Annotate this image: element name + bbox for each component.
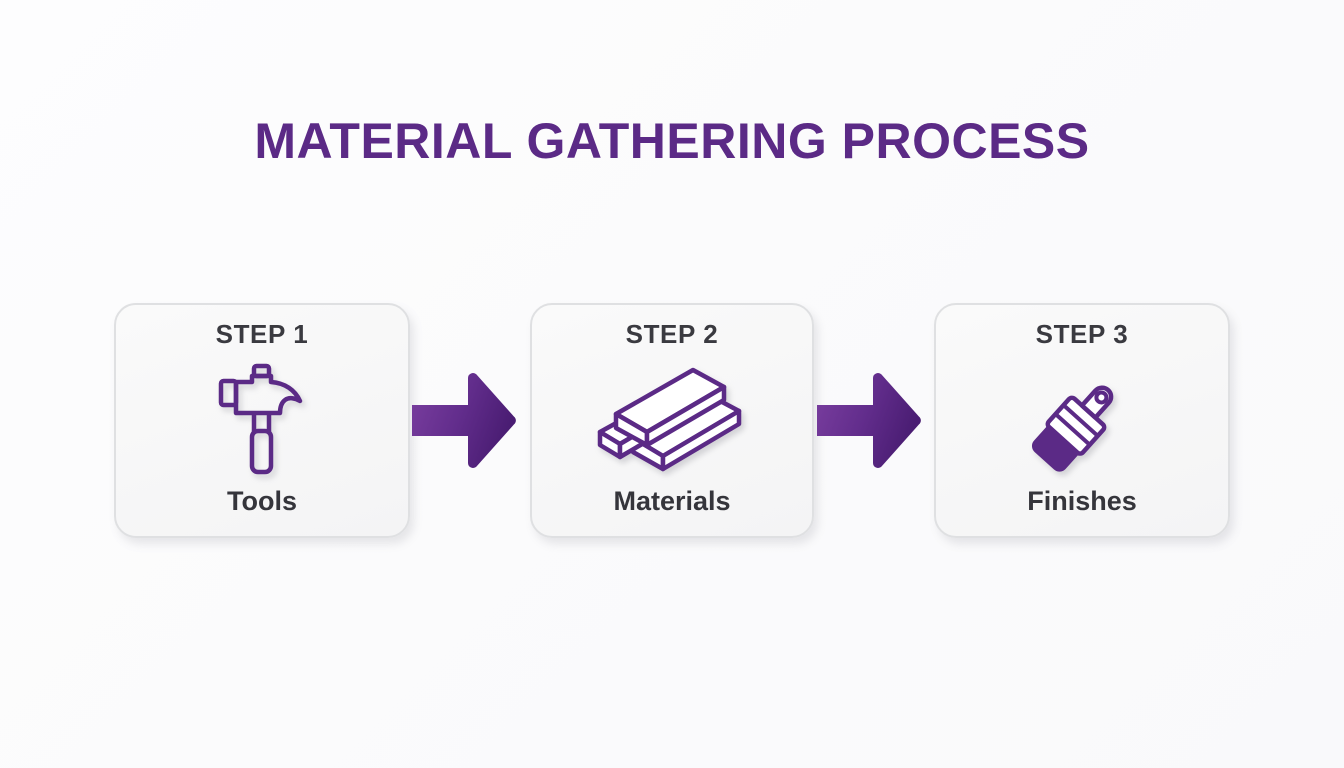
lumber-stack-icon xyxy=(597,367,742,471)
step-1-label: STEP 1 xyxy=(215,319,309,349)
step-1-icon-wrap xyxy=(116,361,408,476)
step-card-1[interactable]: STEP 1 T xyxy=(114,303,410,538)
process-flow: STEP 1 T xyxy=(114,303,1230,538)
step-2-icon-wrap xyxy=(532,361,812,476)
connector-arrow-2 xyxy=(815,372,923,469)
step-2-label: STEP 2 xyxy=(625,319,719,349)
connector-arrow-1 xyxy=(410,372,518,469)
step-3-name: Finishes xyxy=(1027,486,1137,516)
arrow-right-icon xyxy=(412,373,516,468)
step-3-label: STEP 3 xyxy=(1035,319,1129,349)
arrow-right-icon xyxy=(817,373,921,468)
step-1-name: Tools xyxy=(227,486,297,516)
step-card-2[interactable]: STEP 2 xyxy=(530,303,814,538)
step-2-name: Materials xyxy=(613,486,731,516)
step-3-icon-wrap xyxy=(936,361,1228,476)
step-card-3[interactable]: STEP 3 F xyxy=(934,303,1230,538)
page-title: MATERIAL GATHERING PROCESS xyxy=(254,113,1090,169)
hammer-icon xyxy=(218,363,303,474)
paintbrush-icon xyxy=(1032,384,1114,472)
